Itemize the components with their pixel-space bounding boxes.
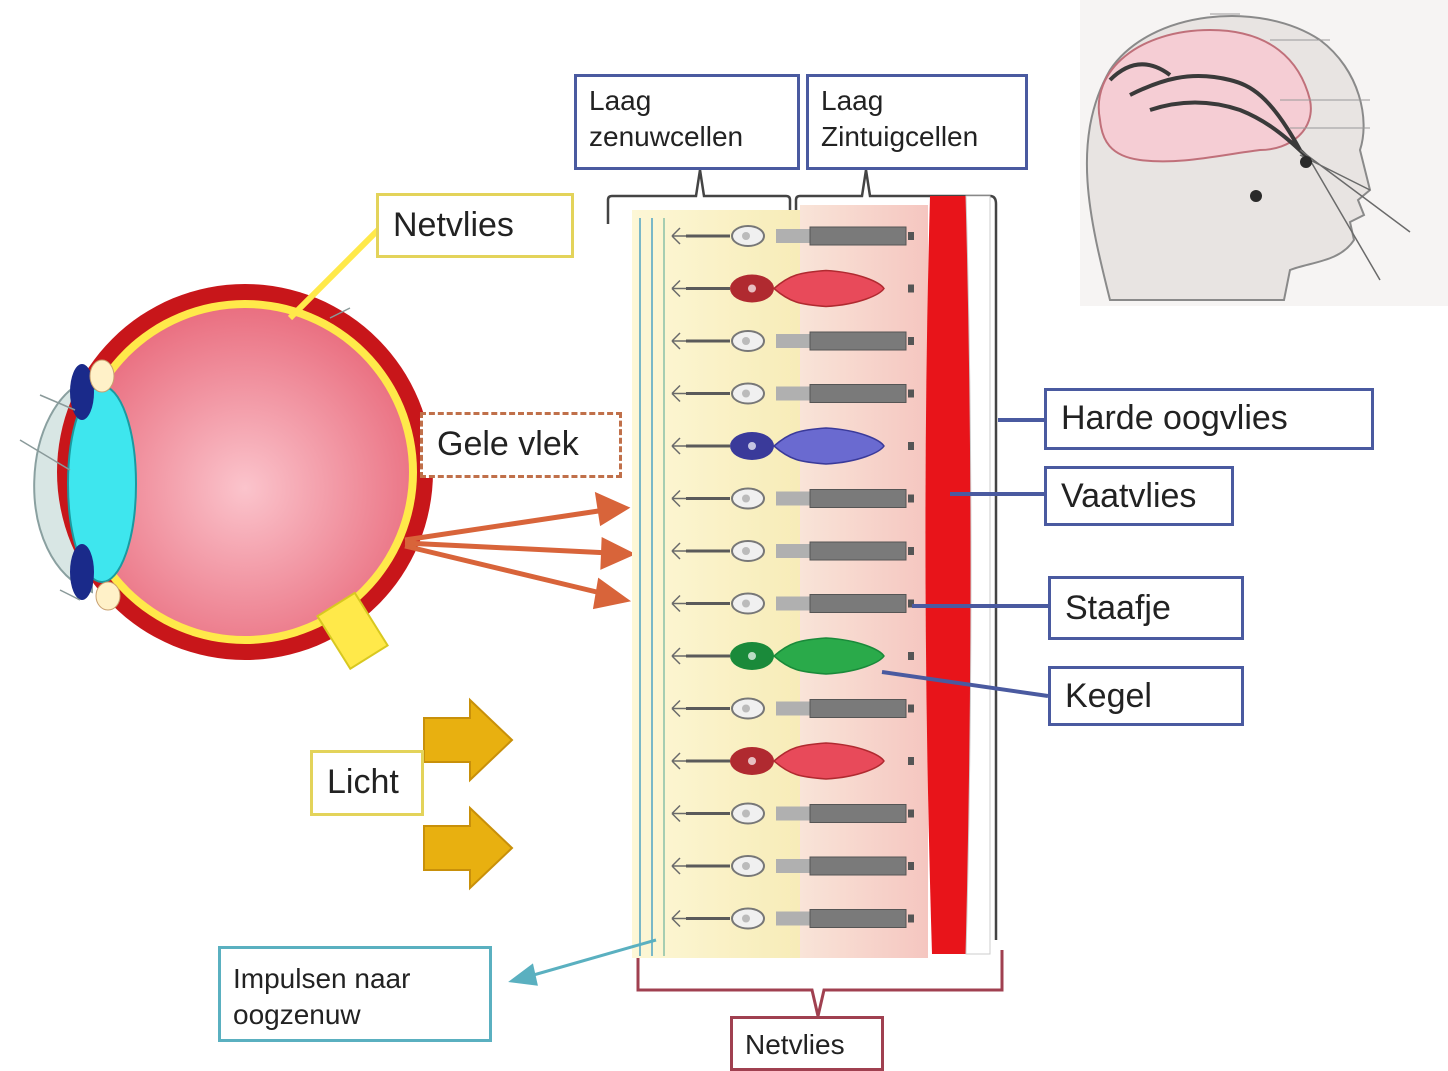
retina-detail [608, 170, 1002, 1016]
label-licht: Licht [310, 750, 424, 816]
brain-illustration [1070, 0, 1448, 306]
label-netvlies-eye: Netvlies [376, 193, 574, 258]
label-vaatvlies: Vaatvlies [1044, 466, 1234, 526]
light-arrow-bottom [424, 808, 512, 888]
label-staafje: Staafje [1048, 576, 1244, 640]
label-kegel: Kegel [1048, 666, 1244, 726]
nerve-cell-layer [632, 210, 800, 958]
ciliary-top [90, 360, 114, 392]
label-laag-zenuwcellen: Laag zenuwcellen [574, 74, 800, 170]
brace-netvlies [638, 950, 1002, 1016]
eye-cross-section [20, 284, 433, 669]
ciliary-bottom [96, 582, 120, 610]
receptor-cell-layer [800, 205, 928, 958]
label-harde-oogvlies: Harde oogvlies [1044, 388, 1374, 450]
label-impulsen-naar-oogzenuw: Impulsen naar oogzenuw [218, 946, 492, 1042]
iris-bottom [70, 544, 94, 600]
label-laag-zintuigcellen: Laag Zintuigcellen [806, 74, 1028, 170]
label-gele-vlek: Gele vlek [420, 412, 622, 478]
vaatvlies-layer [925, 196, 971, 954]
label-netvlies-bottom: Netvlies [730, 1016, 884, 1071]
light-arrows [424, 700, 512, 888]
pointer-netvlies-eye [290, 226, 382, 318]
light-arrow-top [424, 700, 512, 780]
gele-vlek-arrows [405, 496, 630, 606]
impulsen-arrow [512, 940, 656, 984]
